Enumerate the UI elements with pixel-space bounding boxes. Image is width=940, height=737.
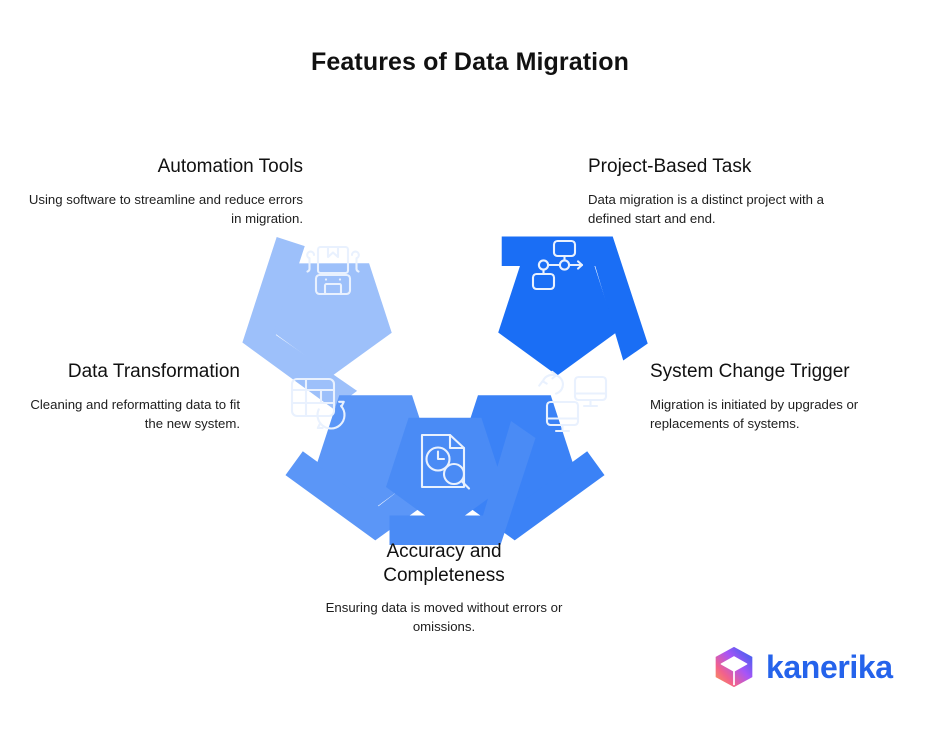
node-description: Cleaning and reformatting data to fit th…: [30, 396, 240, 431]
kanerika-logo[interactable]: kanerika: [712, 645, 893, 689]
node-description: Ensuring data is moved without errors or…: [325, 600, 563, 635]
node-description: Using software to streamline and reduce …: [28, 191, 303, 226]
pentagon-cluster-diagram: [231, 165, 648, 561]
node-description: Data migration is a distinct project wit…: [588, 191, 825, 226]
node-title: Automation Tools: [157, 156, 303, 177]
robot-automation-icon: [306, 245, 360, 296]
cube-icon: [715, 646, 753, 688]
node-description: Migration is initiated by upgrades or re…: [650, 396, 859, 431]
label-accuracy-and-completeness: Accuracy and Completeness Ensuring data …: [303, 540, 585, 636]
two-monitors-exchange-icon: [538, 370, 608, 433]
flowchart-nodes-icon: [531, 239, 584, 291]
table-refresh-icon: [290, 377, 346, 430]
logo-wordmark: kanerika: [766, 649, 893, 685]
label-project-based-task: Project-Based Task Data migration is a d…: [588, 155, 848, 228]
node-title: Project-Based Task: [588, 156, 752, 177]
label-data-transformation: Data Transformation Cleaning and reforma…: [12, 360, 240, 433]
node-title: System Change Trigger: [650, 361, 850, 382]
node-title: Data Transformation: [67, 361, 240, 382]
node-title: Accuracy and Completeness: [383, 541, 505, 586]
label-automation-tools: Automation Tools Using software to strea…: [28, 155, 303, 228]
label-system-change-trigger: System Change Trigger Migration is initi…: [650, 360, 900, 433]
document-clock-search-icon: [420, 433, 471, 490]
page-title: Features of Data Migration: [311, 48, 629, 76]
